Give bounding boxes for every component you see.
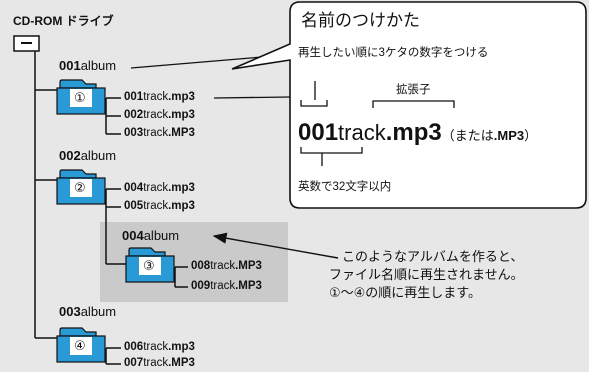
- track-file: 003track.MP3: [124, 127, 195, 139]
- album-marker-3: ③: [143, 258, 155, 273]
- folder-icon-album-3: [125, 247, 175, 283]
- naming-rule-length: 英数で32文字以内: [298, 181, 392, 193]
- folder-icon-album-2: [56, 169, 106, 205]
- warning-note-line-1: このようなアルバムを作ると、: [342, 249, 524, 264]
- track-file: 006track.mp3: [124, 341, 195, 353]
- track-file: 002track.mp3: [124, 109, 195, 121]
- callout-box: [231, 1, 587, 209]
- album-marker-4: ④: [74, 338, 86, 353]
- album-label-2: 002album: [59, 148, 117, 163]
- album-label-3: 004album: [122, 228, 180, 243]
- track-file: 005track.mp3: [124, 200, 195, 212]
- track-file: 007track.MP3: [124, 357, 195, 369]
- folder-icon-album-4: [56, 327, 106, 363]
- track-file: 009track.MP3: [191, 280, 262, 292]
- naming-rule-order: 再生したい順に3ケタの数字をつける: [298, 47, 489, 59]
- album-label-1: 001album: [59, 58, 117, 73]
- warning-note-line-2: ファイル名順に再生されません。: [329, 267, 524, 282]
- root-label: CD-ROM ドライブ: [13, 14, 114, 28]
- track-file: 008track.MP3: [191, 260, 262, 272]
- track-file: 004track.mp3: [124, 182, 195, 194]
- extension-label: 拡張子: [396, 84, 431, 96]
- album-marker-1: ①: [74, 90, 86, 105]
- album-label-4: 003album: [59, 304, 117, 319]
- folder-icon-album-1: [56, 79, 106, 115]
- track-file: 001track.mp3: [124, 91, 195, 103]
- filename-example: 001track.mp3（または.MP3）: [298, 119, 538, 146]
- warning-note-line-3: ①～④の順に再生します。: [329, 285, 482, 300]
- album-marker-2: ②: [74, 180, 86, 195]
- callout-title: 名前のつけかた: [301, 11, 420, 30]
